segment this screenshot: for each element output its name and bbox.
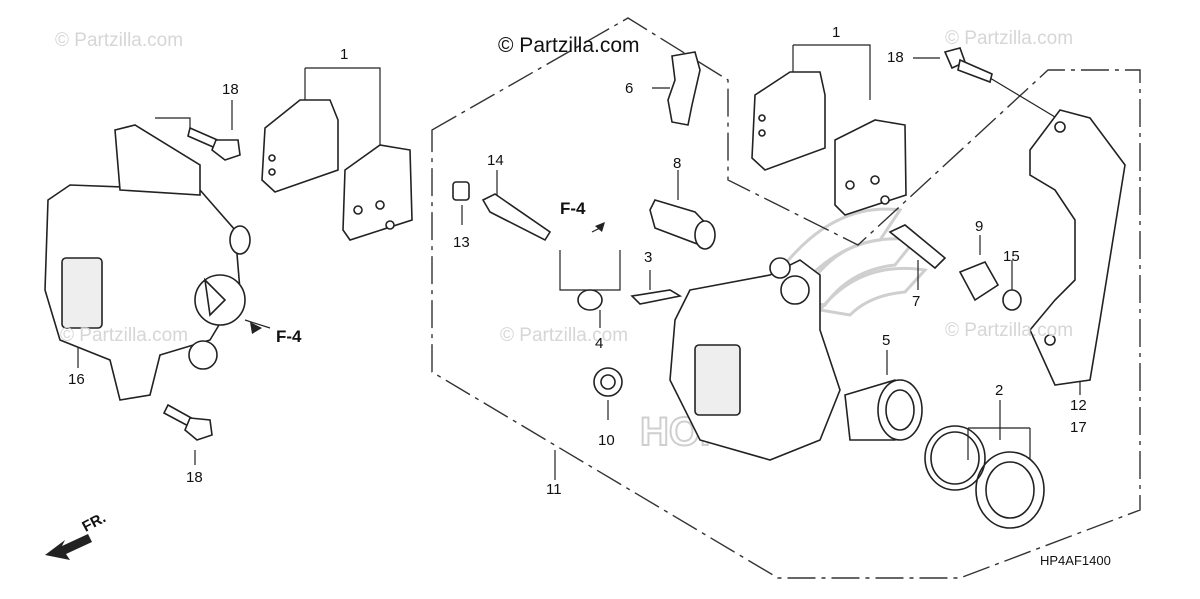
callout-5: 5	[882, 332, 891, 349]
watermark-top-left: © Partzilla.com	[55, 30, 184, 51]
callout-13: 13	[453, 234, 470, 251]
callout-10: 10	[598, 432, 615, 449]
callout-2: 2	[995, 382, 1004, 399]
f4-arrow-icon	[250, 222, 605, 334]
cap-13	[452, 181, 470, 201]
callout-1-left: 1	[340, 46, 349, 63]
pin-14	[481, 193, 552, 242]
brake-pad-right-set	[751, 71, 907, 216]
brake-pad-left-set	[261, 99, 413, 241]
callout-8: 8	[673, 155, 682, 172]
front-arrow-icon	[45, 534, 92, 560]
watermark-main: © Partzilla.com	[498, 34, 640, 57]
bolt-18-upper-right	[943, 47, 993, 84]
seal-2	[924, 425, 1045, 529]
pad-spring-6	[667, 51, 701, 126]
callout-9: 9	[975, 218, 984, 235]
callout-18-right: 18	[887, 49, 904, 66]
bleeder-3	[630, 289, 683, 305]
callout-12: 12	[1070, 397, 1087, 414]
bolt-18-lower	[162, 403, 213, 441]
piston-5	[844, 379, 923, 441]
callout-f4-center: F-4	[560, 199, 586, 218]
callout-14: 14	[487, 152, 504, 169]
callout-16: 16	[68, 371, 85, 388]
callout-11: 11	[546, 481, 562, 498]
assembly-outline-11	[431, 17, 1141, 579]
bleeder-cap-4	[577, 289, 603, 311]
callout-7: 7	[912, 293, 921, 310]
callout-17: 17	[1070, 419, 1087, 436]
boot-10	[593, 367, 623, 397]
diagram-code: HP4AF1400	[1040, 553, 1111, 568]
watermark-mid-center: © Partzilla.com	[500, 325, 629, 346]
caliper-assembly-16	[44, 124, 251, 401]
bracket-12	[1029, 109, 1126, 386]
callout-1-right: 1	[832, 24, 841, 41]
callout-15: 15	[1003, 248, 1020, 265]
callout-6: 6	[625, 80, 634, 97]
watermark-mid-right: © Partzilla.com	[945, 320, 1074, 341]
callout-18-left: 18	[222, 81, 239, 98]
watermark-mid-left: © Partzilla.com	[60, 325, 189, 346]
bolt-18-upper-left	[187, 126, 241, 161]
watermark-top-right: © Partzilla.com	[945, 28, 1074, 49]
callout-18-bottom: 18	[186, 469, 203, 486]
callout-f4-left: F-4	[276, 327, 302, 346]
ring-15	[1002, 289, 1022, 311]
boot-8	[649, 199, 716, 250]
caliper-body-11	[669, 257, 841, 461]
boot-9	[958, 260, 1000, 302]
callout-4: 4	[595, 335, 604, 352]
pin-7	[888, 224, 947, 270]
callout-3: 3	[644, 249, 653, 266]
leader-lines	[77, 44, 1081, 480]
